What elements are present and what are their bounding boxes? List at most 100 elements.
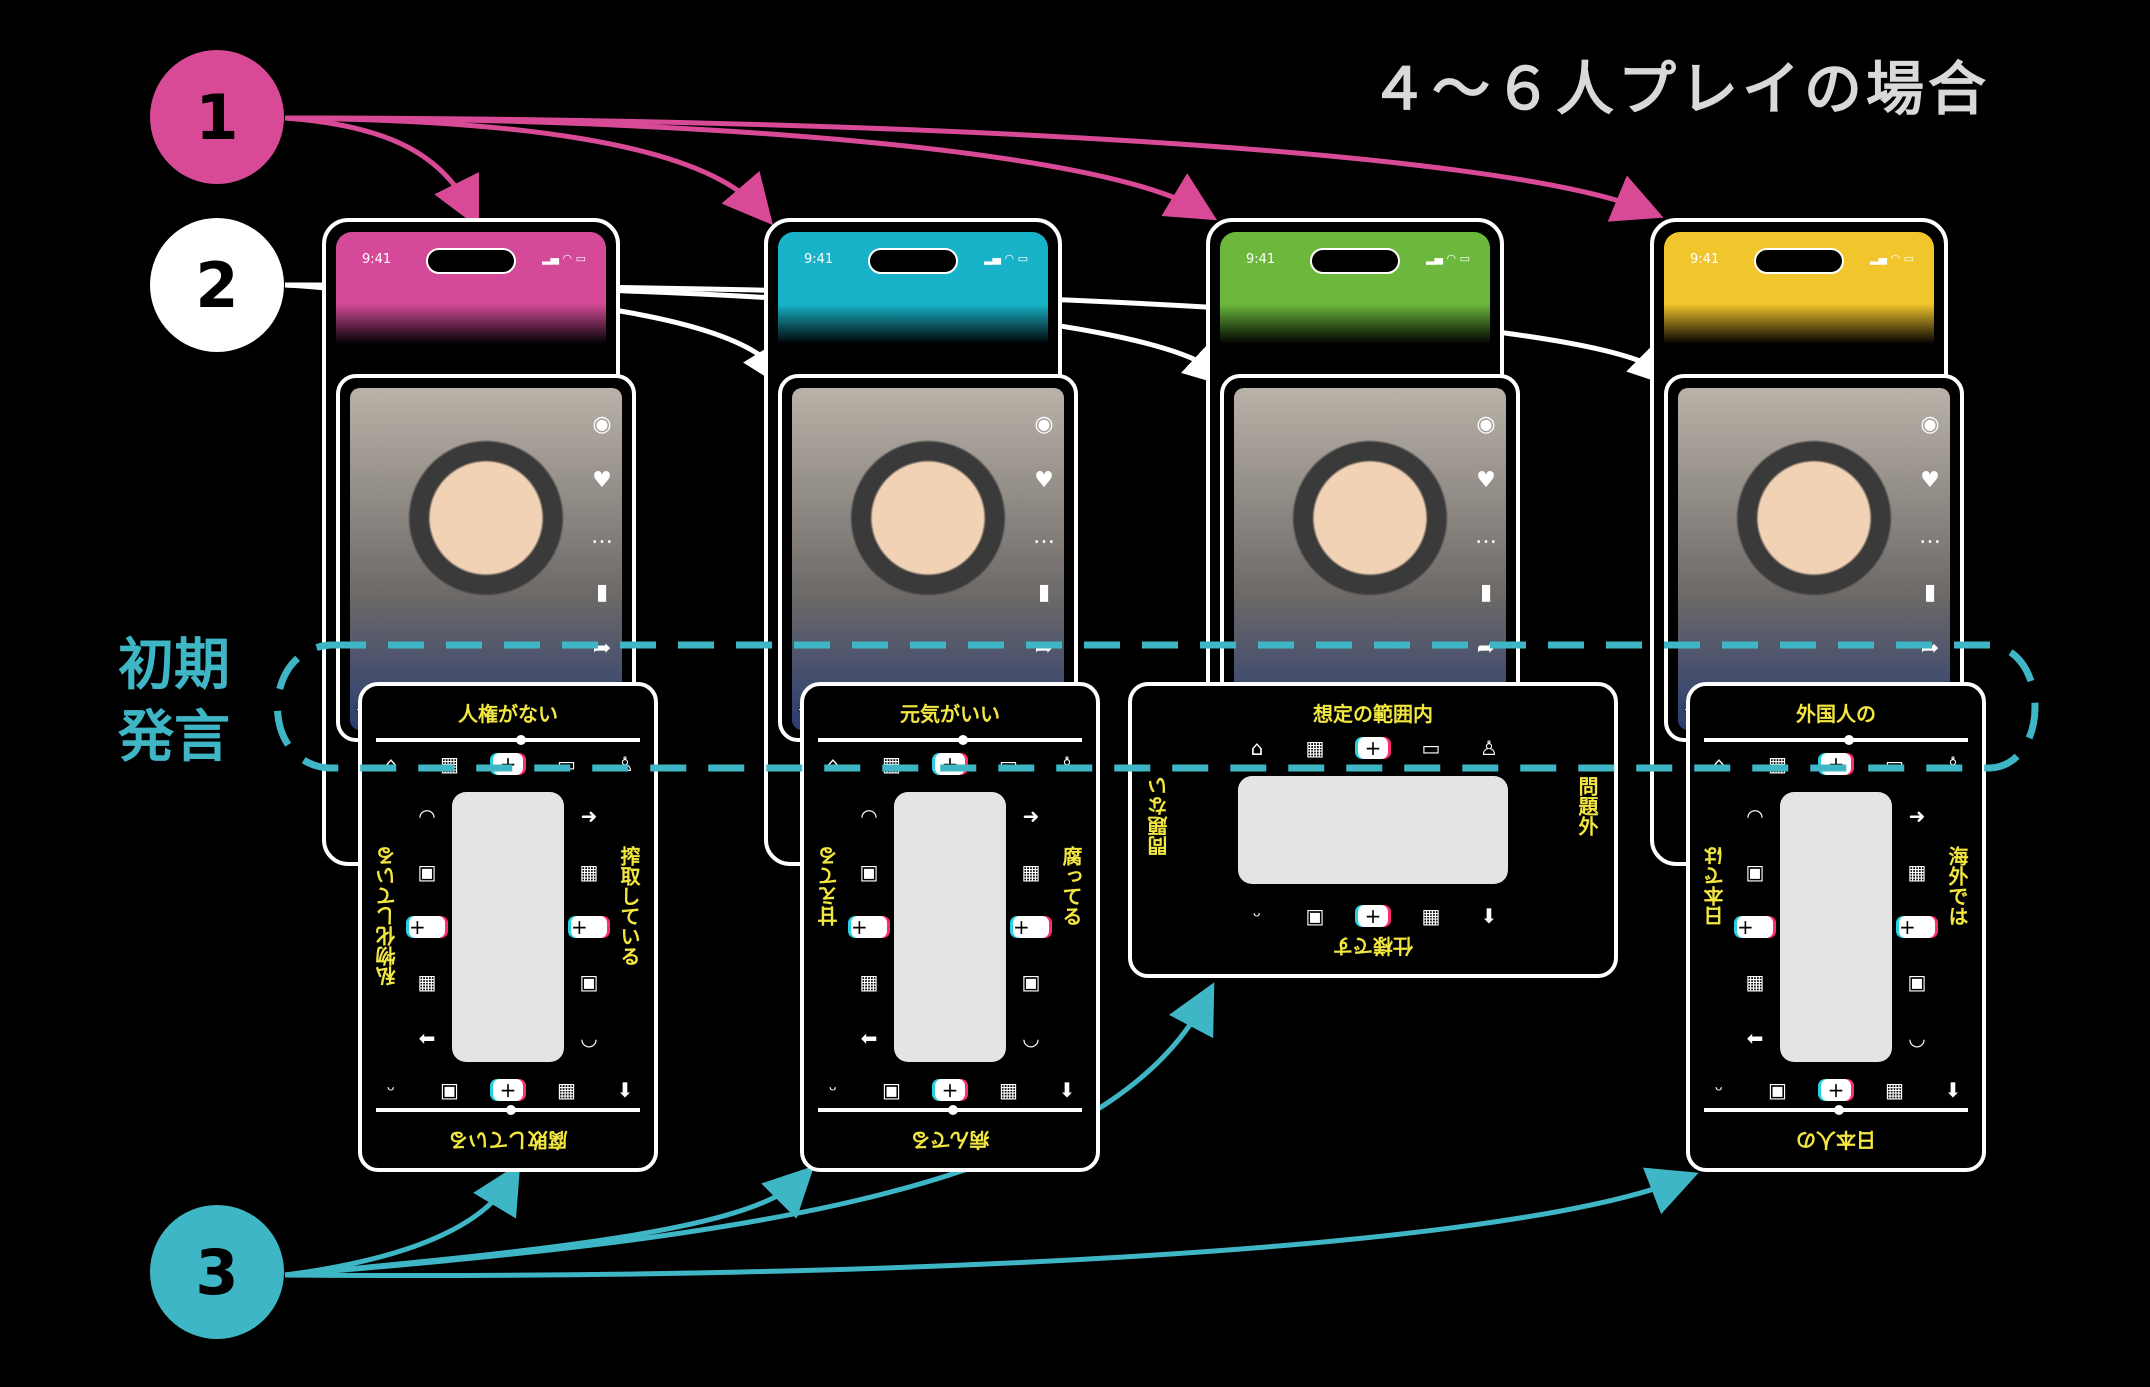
bookmark-icon[interactable]: ▮	[1037, 580, 1051, 605]
home-icon[interactable]: ⌂	[384, 752, 398, 776]
chat-icon[interactable]: ▭	[1885, 752, 1904, 776]
hook-icon[interactable]: ᵕ	[1252, 904, 1262, 928]
bookmark-icon[interactable]: ▮	[1479, 580, 1493, 605]
phrase-bottom: 病んでる	[910, 1128, 990, 1152]
phrase-left: 私物化している	[375, 846, 399, 986]
portrait-image	[1678, 388, 1950, 730]
hook-icon[interactable]: ᵕ	[386, 1078, 396, 1102]
phrase-left: 問題ない	[1147, 776, 1171, 856]
heart-icon[interactable]: ♥	[1034, 468, 1054, 493]
heart-icon[interactable]: ♥	[1476, 468, 1496, 493]
comment-icon[interactable]: …	[591, 524, 613, 549]
phrase-right: 海外では	[1945, 846, 1969, 926]
calendar-icon[interactable]: ▣	[1305, 904, 1325, 928]
user-icon[interactable]: ♙	[1058, 752, 1076, 776]
phrase-left: 甘えてる	[817, 846, 841, 926]
left-icons: ◠▣+▦⬅	[409, 804, 445, 1050]
user-icon[interactable]: ♙	[616, 752, 634, 776]
phrase-left: 日本では	[1703, 846, 1727, 926]
toolbar-icons: ᵕ ▣ + ▦ ⬇	[376, 1078, 640, 1102]
device-screen	[1780, 792, 1892, 1062]
calendar-icon[interactable]: ▣	[1768, 1078, 1787, 1102]
user-icon[interactable]: ♙	[1944, 752, 1962, 776]
heart-icon[interactable]: ♥	[592, 468, 612, 493]
plus-button[interactable]: +	[1821, 753, 1851, 775]
down-icon[interactable]: ⬇	[1058, 1078, 1076, 1102]
calendar-icon[interactable]: ▣	[440, 1078, 459, 1102]
toolbar-icons: ⌂ ▦ + ▭ ♙	[376, 752, 640, 776]
grid-icon[interactable]: ▦	[1421, 904, 1441, 928]
calendar-icon[interactable]: ▣	[882, 1078, 901, 1102]
top-slider[interactable]	[818, 735, 1082, 745]
grid-icon[interactable]: ▦	[1885, 1078, 1904, 1102]
grid-icon[interactable]: ▦	[1305, 736, 1325, 760]
avatar-icon[interactable]: ◉	[1920, 412, 1940, 437]
phrase-bottom: 日本人の	[1796, 1128, 1876, 1152]
hook-icon[interactable]: ᵕ	[828, 1078, 838, 1102]
badge-1: 1	[150, 50, 284, 184]
status-time: 9:41	[804, 252, 834, 267]
toolbar-icons: ⌂ ▦ + ▭ ♙	[1704, 752, 1968, 776]
arrow-1-to-player2	[284, 115, 774, 226]
down-icon[interactable]: ⬇	[1944, 1078, 1962, 1102]
toolbar-icons: ᵕ ▣ + ▦ ⬇	[1704, 1078, 1968, 1102]
status-time: 9:41	[1246, 252, 1276, 267]
phone-header	[1220, 232, 1490, 344]
phrase-right: 搾取している	[617, 846, 641, 966]
down-icon[interactable]: ⬇	[1480, 904, 1498, 928]
bottom-slider[interactable]	[1704, 1105, 1968, 1115]
top-slider[interactable]	[1704, 735, 1968, 745]
avatar-icon[interactable]: ◉	[1034, 412, 1054, 437]
plus-button[interactable]: +	[493, 1079, 523, 1101]
dynamic-island	[1310, 248, 1400, 274]
portrait-image	[350, 388, 622, 730]
left-icons: ◠▣+▦⬅	[1737, 804, 1773, 1050]
grid-icon[interactable]: ▦	[882, 752, 901, 776]
plus-button[interactable]: +	[1821, 1079, 1851, 1101]
grid-icon[interactable]: ▦	[999, 1078, 1018, 1102]
down-icon[interactable]: ⬇	[616, 1078, 634, 1102]
toolbar-icons: ⌂ ▦ + ▭ ♙	[818, 752, 1082, 776]
plus-button[interactable]: +	[935, 753, 965, 775]
heart-icon[interactable]: ♥	[1920, 468, 1940, 493]
chat-icon[interactable]: ▭	[999, 752, 1018, 776]
bottom-slider[interactable]	[818, 1105, 1082, 1115]
phrase-right: 腐ってる	[1059, 846, 1083, 926]
user-icon[interactable]: ♙	[1480, 736, 1498, 760]
dynamic-island	[1754, 248, 1844, 274]
side-actions: ◉♥…▮➦	[586, 412, 618, 692]
home-icon[interactable]: ⌂	[1250, 736, 1264, 760]
grid-icon[interactable]: ▦	[1768, 752, 1787, 776]
chat-icon[interactable]: ▭	[1421, 736, 1441, 760]
hook-icon[interactable]: ᵕ	[1714, 1078, 1724, 1102]
comment-icon[interactable]: …	[1919, 524, 1941, 549]
phrase-right: 問題外	[1575, 776, 1599, 836]
plus-button[interactable]: +	[1358, 905, 1388, 927]
bottom-slider[interactable]	[376, 1105, 640, 1115]
bookmark-icon[interactable]: ▮	[1923, 580, 1937, 605]
home-icon[interactable]: ⌂	[826, 752, 840, 776]
chat-icon[interactable]: ▭	[557, 752, 576, 776]
plus-button[interactable]: +	[493, 753, 523, 775]
bookmark-icon[interactable]: ▮	[595, 580, 609, 605]
comment-icon[interactable]: …	[1033, 524, 1055, 549]
status-time: 9:41	[1690, 252, 1720, 267]
phrase-bottom: 仕様です	[1333, 934, 1413, 958]
plus-button[interactable]: +	[935, 1079, 965, 1101]
right-icons: ➜▦+▣◡	[571, 804, 607, 1050]
comment-icon[interactable]: …	[1475, 524, 1497, 549]
grid-icon[interactable]: ▦	[557, 1078, 576, 1102]
home-icon[interactable]: ⌂	[1712, 752, 1726, 776]
arrow-3-to-player3	[284, 982, 1215, 1278]
device-screen	[452, 792, 564, 1062]
avatar-icon[interactable]: ◉	[592, 412, 612, 437]
grid-icon[interactable]: ▦	[440, 752, 459, 776]
status-icons: ▂▄ ◠ ▭	[984, 252, 1028, 265]
top-slider[interactable]	[376, 735, 640, 745]
initial-statement-label: 初期発言	[118, 633, 230, 770]
plus-button[interactable]: +	[1358, 737, 1388, 759]
avatar-icon[interactable]: ◉	[1476, 412, 1496, 437]
side-actions: ◉♥…▮➦	[1028, 412, 1060, 692]
phrase-top: 想定の範囲内	[1313, 702, 1433, 726]
